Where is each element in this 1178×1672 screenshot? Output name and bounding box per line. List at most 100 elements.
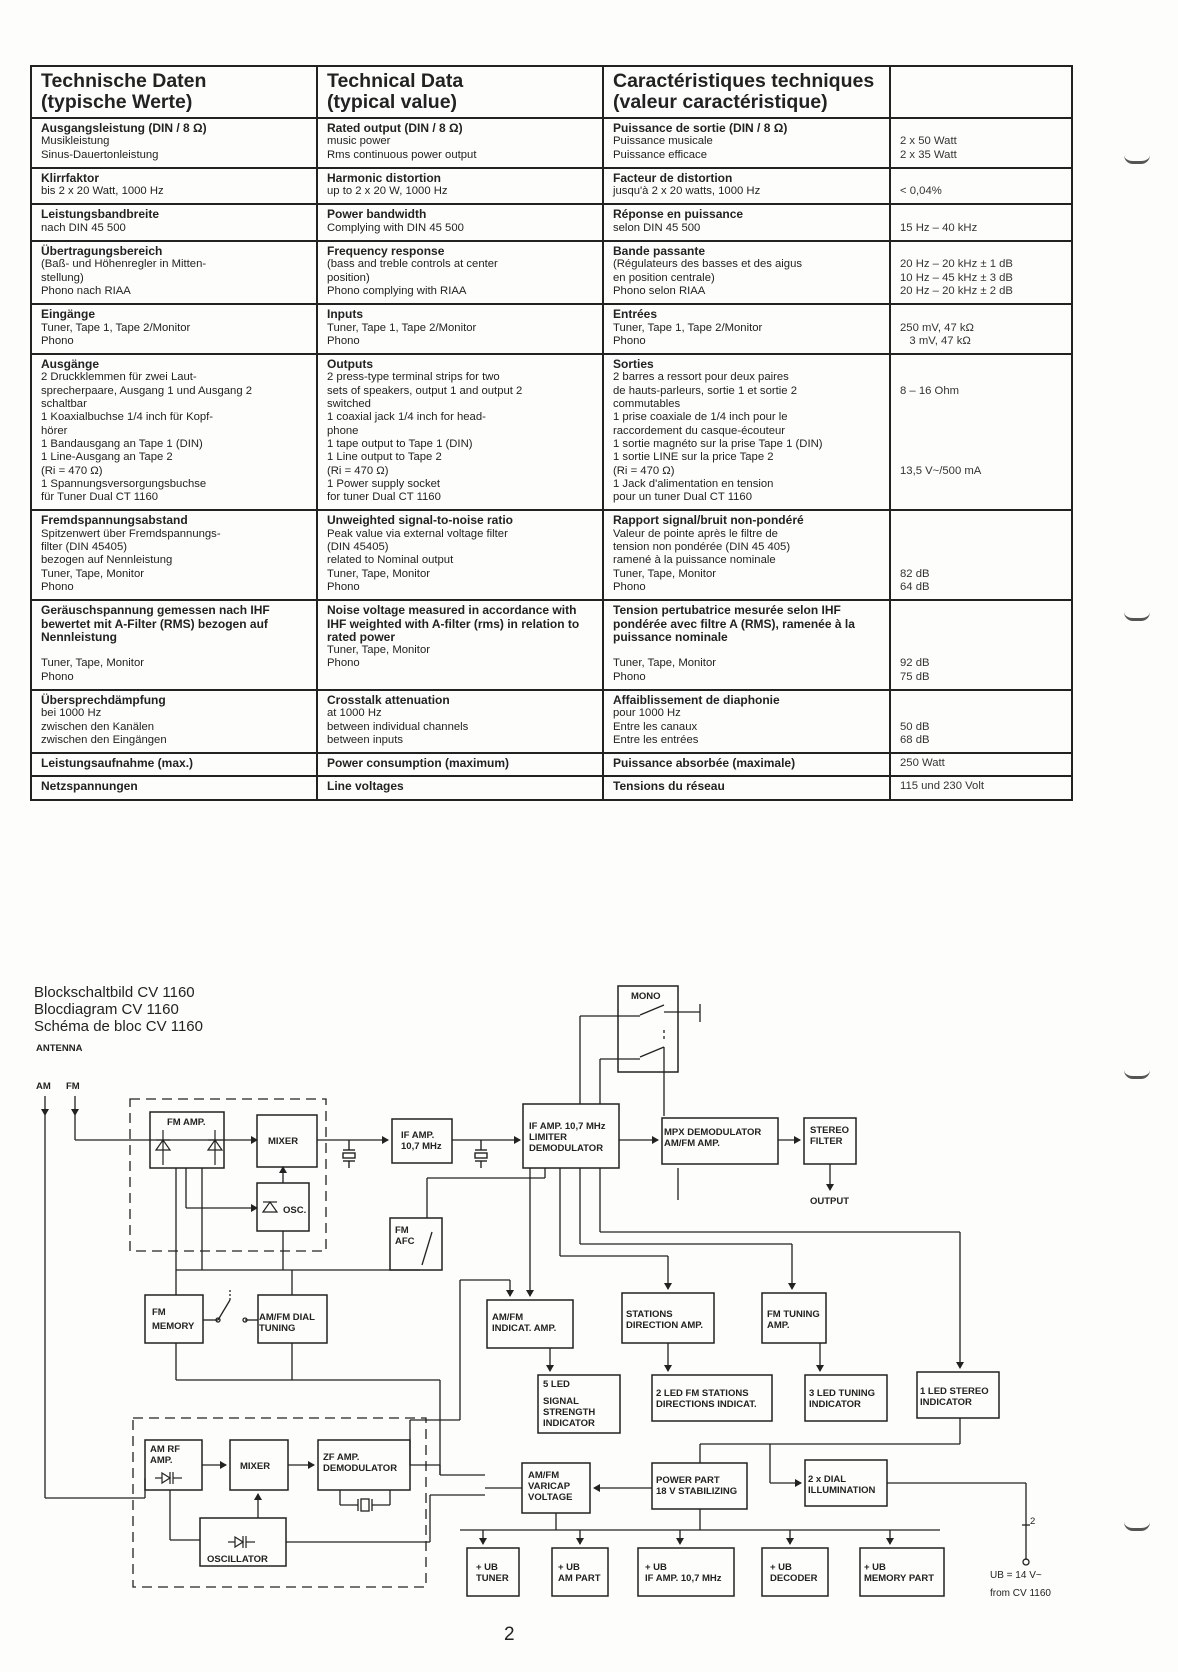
row-line-de: bezogen auf Nennleistung (41, 554, 173, 567)
row-title-de: Übersprechdämpfung (41, 692, 166, 707)
block-diagram-title: Blockschaltbild CV 1160 Blocdiagram CV 1… (34, 984, 203, 1035)
fm-memory-label-1: FM (152, 1307, 166, 1318)
value-line: 64 dB (900, 580, 930, 593)
header-col-1: Technical Data(typical value) (316, 65, 604, 119)
row-line-fr: Puissance efficace (613, 148, 707, 161)
value-line (900, 514, 1062, 527)
row-line-de: Tuner, Tape, Monitor (41, 657, 144, 670)
ceramic-filter-2 (474, 1140, 488, 1168)
value-line (900, 618, 1062, 631)
page-number: 2 (504, 1624, 515, 1645)
led-tuning-label-2: INDICATOR (809, 1399, 861, 1410)
if-amp-label-1: IF AMP. (401, 1130, 434, 1141)
value-line (900, 398, 1062, 411)
row-line-en: Phono (327, 657, 360, 670)
ub-decoder-label-1: + UB (770, 1562, 792, 1573)
antenna-leads (41, 1096, 150, 1498)
row-line-de: für Tuner Dual CT 1160 (41, 491, 159, 504)
row-line-en: at 1000 Hz (327, 707, 382, 720)
row-line-en: (DIN 45405) (327, 541, 389, 554)
row-line-fr: selon DIN 45 500 (613, 221, 701, 234)
signal-strength-label-1: 5 LED (543, 1379, 570, 1390)
row-line-de: Sinus-Dauertonleistung (41, 148, 159, 161)
fm-tuning-amp-label-1: FM TUNING (767, 1309, 820, 1320)
mpx-demodulator-block (661, 1117, 779, 1165)
led-stereo-label-1: 1 LED STEREO (920, 1386, 989, 1397)
fm-afc-block[interactable] (389, 1217, 443, 1271)
row-title-en: Inputs (327, 307, 363, 322)
row-line-de: 1 Spannungsversorgungsbuchse (41, 477, 207, 490)
row-line-en: Phono complying with RIAA (327, 284, 467, 297)
dial-tuning-label-2: TUNING (259, 1323, 295, 1334)
row-title-de: Fremdspannungsabstand (41, 513, 188, 528)
row-title-fr: Tension pertubatrice mesurée selon IHF p… (613, 603, 855, 644)
varicap-label-1: AM/FM (528, 1470, 559, 1481)
cell-value: < 0,04% (889, 166, 1073, 206)
signal-strength-label-2: SIGNAL (543, 1396, 579, 1407)
row-line-en: Peak value via external voltage filter (327, 527, 508, 540)
header-line: (typical value) (327, 91, 458, 113)
row-title-fr: Affaiblissement de diaphonie (613, 692, 780, 707)
row-line-en: Phono (327, 334, 360, 347)
row-line-en: Tuner, Tape, Monitor (327, 567, 430, 580)
limiter-demodulator-block (522, 1103, 620, 1169)
pin-label: 2 (1030, 1516, 1035, 1527)
table-row: Übertragungsbereich(Baß- und Höhenregler… (30, 240, 1073, 306)
row-line-fr: Valeur de pointe après le filtre de (613, 527, 778, 540)
mono-wires (579, 1015, 665, 1144)
cell-value: 250 Watt (889, 752, 1073, 778)
row-line-fr: (Régulateurs des basses et des aigus (613, 258, 803, 271)
row-line-de: 1 Line-Ausgang an Tape 2 (41, 451, 173, 464)
value-line: 50 dB (900, 720, 930, 733)
row-line-de: filter (DIN 45405) (41, 541, 128, 554)
value-line (900, 208, 1062, 221)
value-line: 2 x 50 Watt (900, 135, 957, 148)
cell-en: Noise voltage measured in accordance wit… (316, 599, 604, 691)
cell-en: Power consumption (maximum) (316, 752, 604, 778)
value-line: 250 mV, 47 kΩ (900, 321, 974, 334)
value-line (900, 694, 1062, 707)
binder-hole-mark (1124, 1070, 1150, 1079)
row-line-fr: Phono (613, 334, 646, 347)
row-title-en: Frequency response (327, 244, 445, 259)
value-line (900, 554, 1062, 567)
cell-value: 250 mV, 47 kΩ 3 mV, 47 kΩ (889, 303, 1073, 356)
value-line: 10 Hz – 45 kHz ± 3 dB (900, 271, 1013, 284)
am-input-label: AM (36, 1081, 51, 1092)
row-line-fr: jusqu'à 2 x 20 watts, 1000 Hz (613, 185, 761, 198)
indicat-amp-block (486, 1299, 574, 1349)
mono-switch-block[interactable] (617, 985, 679, 1073)
value-line: 75 dB (900, 670, 930, 683)
indicat-amp-label-2: INDICAT. AMP. (492, 1323, 556, 1334)
fm-memory-block (144, 1294, 204, 1344)
row-line-fr (613, 644, 880, 657)
row-line-en: Tuner, Tape, Monitor (327, 644, 430, 657)
binder-hole-mark (1124, 612, 1150, 621)
am-rf-varicap-icon (155, 1471, 182, 1485)
ub-if-amp-block (637, 1547, 735, 1597)
table-header-row: Technische Daten(typische Werte)Technica… (30, 65, 1073, 119)
value-line (900, 707, 1062, 720)
row-line-de: bis 2 x 20 Watt, 1000 Hz (41, 185, 164, 198)
row-line-de: (Ri = 470 Ω) (41, 464, 103, 477)
signal-strength-block (537, 1374, 621, 1434)
fm-mixer-label: MIXER (268, 1136, 298, 1147)
value-line: 115 und 230 Volt (900, 780, 984, 793)
row-line-en: 1 tape output to Tape 1 (DIN) (327, 437, 473, 450)
afc-switch (421, 1168, 546, 1266)
row-line-fr: pour 1000 Hz (613, 707, 681, 720)
oscillator-label: OSCILLATOR (207, 1554, 268, 1565)
if-amp-label-2: 10,7 MHz (401, 1141, 442, 1152)
row-line-en: Complying with DIN 45 500 (327, 221, 464, 234)
zf-amp-label-2: DEMODULATOR (323, 1463, 397, 1474)
row-line-de: (Baß- und Höhenregler in Mitten- (41, 258, 207, 271)
value-line: 8 – 16 Ohm (900, 384, 960, 397)
value-line: 13,5 V~/500 mA (900, 464, 982, 477)
supply-wires (460, 1418, 1027, 1548)
row-line-fr: pour un tuner Dual CT 1160 (613, 491, 752, 504)
